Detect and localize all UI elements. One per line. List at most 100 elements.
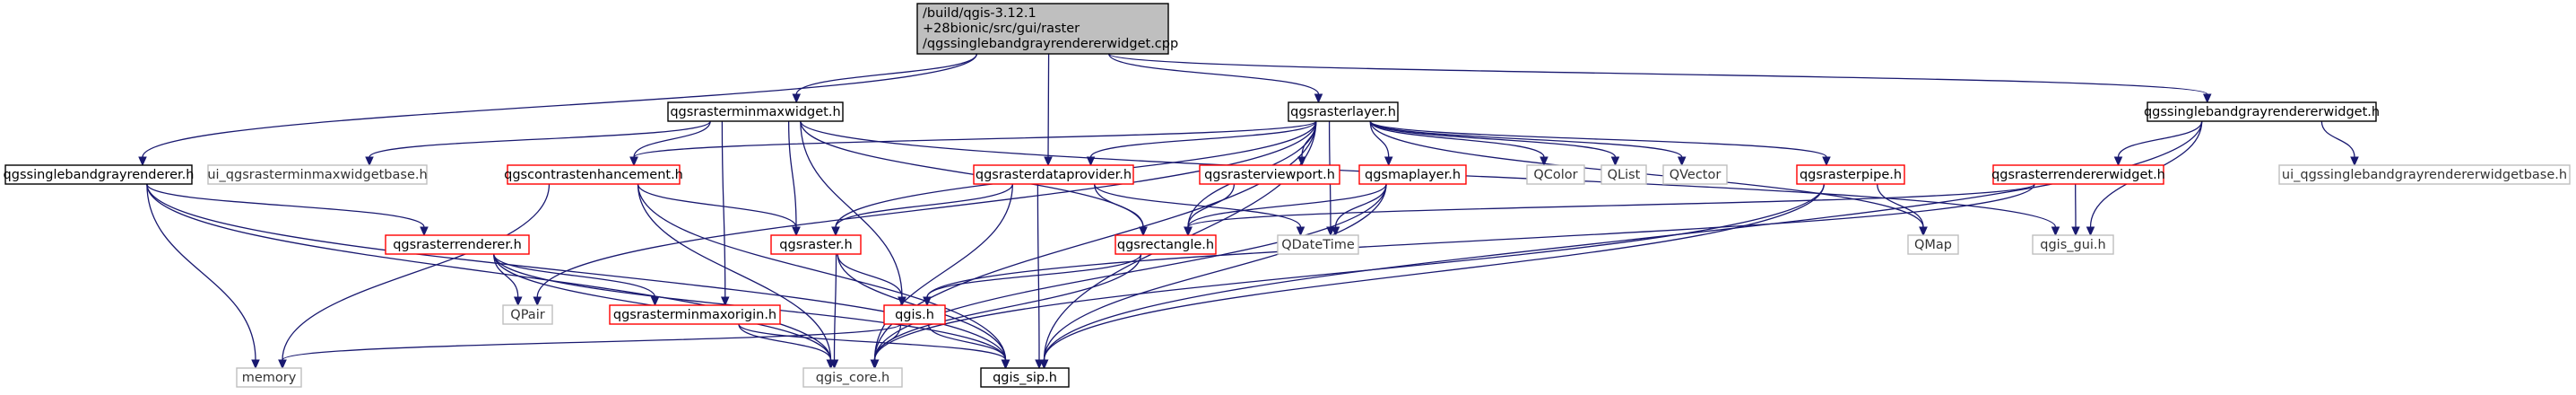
edge-contrast-to-raster — [637, 183, 801, 237]
node-rendererwidget[interactable]: qgsrasterrendererwidget.h — [1991, 164, 2165, 185]
edge-line — [146, 183, 1007, 361]
node-box — [916, 3, 1169, 55]
edge-raster-to-core — [829, 253, 839, 370]
node-label: qgsmaplayer.h — [1365, 168, 1461, 182]
node-label: qgis_gui.h — [2040, 238, 2105, 252]
node-dataprovider[interactable]: qgsrasterdataprovider.h — [973, 164, 1134, 185]
node-maplayer[interactable]: qgsmaplayer.h — [1358, 164, 1467, 185]
edge-qgis-to-sip — [927, 323, 1010, 370]
edge-root-to-sbgrrenderer — [138, 53, 977, 167]
node-box — [980, 367, 1070, 388]
node-pipe[interactable]: qgsrasterpipe.h — [1796, 164, 1905, 185]
node-rectangle[interactable]: qgsrectangle.h — [1115, 234, 1217, 255]
edge-line — [873, 183, 1825, 361]
node-box — [1288, 101, 1399, 122]
edge-maplayer-to-qdatetime — [1331, 183, 1387, 237]
edge-rasterlayer-to-qcolor — [1369, 120, 1548, 167]
edge-line — [1187, 183, 1387, 228]
node-minmaxwidget[interactable]: qgsrasterminmaxwidget.h — [667, 101, 844, 122]
edges-layer — [138, 53, 2359, 370]
arrowhead — [1044, 156, 1053, 167]
edge-pipe-to-qmap — [1877, 183, 1928, 237]
edge-line — [1187, 183, 1236, 228]
node-label: qgsraster.h — [779, 238, 852, 252]
node-qlist: QList — [1600, 164, 1647, 185]
node-label: qgsrasterrendererwidget.h — [1991, 168, 2165, 182]
edge-rendererwidget-to-rectangle — [1184, 183, 2035, 237]
edge-minmaxwidget-to-ui_minmax — [365, 120, 711, 167]
edge-sbgrwidget_h-to-ui_sbgr — [2320, 120, 2359, 167]
node-minmaxorigin[interactable]: qgsrasterminmaxorigin.h — [609, 304, 781, 325]
arrowhead — [138, 156, 147, 167]
node-box — [973, 164, 1134, 185]
node-box — [1358, 164, 1467, 185]
edge-line — [873, 183, 1387, 361]
node-rasterrenderer[interactable]: qgsrasterrenderer.h — [385, 234, 530, 255]
node-box — [1992, 164, 2164, 185]
node-rasterlayer[interactable]: qgsrasterlayer.h — [1288, 101, 1399, 122]
node-box — [1277, 234, 1359, 255]
edge-sbgrrenderer-to-memory — [146, 183, 260, 370]
edge-line — [1094, 183, 1144, 228]
node-qmap: QMap — [1907, 234, 1959, 255]
edge-line — [835, 183, 1013, 228]
edge-line — [2320, 120, 2355, 158]
node-qgis[interactable]: qgis.h — [883, 304, 946, 325]
node-sip[interactable]: qgis_sip.h — [980, 367, 1070, 388]
edge-line — [1036, 183, 1040, 361]
edge-root-to-minmaxwidget — [792, 53, 977, 104]
arrowhead — [1677, 156, 1687, 167]
node-raster[interactable]: qgsraster.h — [770, 234, 862, 255]
edge-rasterlayer-to-qpair — [533, 120, 1317, 307]
edge-line — [1334, 183, 1387, 228]
arrowhead — [792, 93, 802, 104]
node-sbgrrenderer[interactable]: qgssinglebandgrayrenderer.h — [4, 164, 195, 185]
node-label: +28bionic/src/gui/raster — [923, 22, 1080, 36]
node-label: qgsrasterlayer.h — [1290, 105, 1396, 119]
node-box — [770, 234, 862, 255]
node-label: /build/qgis-3.12.1 — [923, 6, 1036, 21]
arrowhead — [1331, 226, 1340, 237]
arrowhead — [365, 156, 374, 167]
arrowhead — [278, 359, 287, 370]
edge-line — [837, 253, 903, 298]
arrowhead — [650, 296, 660, 307]
edge-line — [1108, 53, 1320, 95]
arrowhead — [2051, 226, 2060, 237]
node-viewport[interactable]: qgsrasterviewport.h — [1199, 164, 1340, 185]
arrowhead — [2071, 226, 2080, 237]
edge-line — [926, 183, 2035, 298]
node-label: memory — [242, 371, 297, 385]
node-box — [507, 164, 681, 185]
edge-pipe-to-sip — [1039, 183, 1825, 370]
arrowhead — [1184, 226, 1193, 237]
node-box — [1526, 164, 1585, 185]
edge-root-to-rasterlayer — [1108, 53, 1323, 104]
edge-line — [1108, 53, 2208, 95]
arrowhead — [533, 296, 542, 307]
node-label: QPair — [510, 308, 544, 322]
node-box — [883, 304, 946, 325]
edge-line — [1369, 120, 1390, 158]
node-label: QList — [1608, 168, 1641, 182]
edge-line — [493, 253, 519, 298]
node-box — [1796, 164, 1905, 185]
edge-line — [2117, 120, 2203, 158]
node-box — [1907, 234, 1959, 255]
edge-rasterlayer-to-pipe — [1369, 120, 1831, 167]
edge-rasterlayer-to-dataprovider — [1086, 120, 1317, 167]
edge-line — [493, 253, 656, 298]
edge-line — [926, 253, 1142, 298]
node-box — [1199, 164, 1340, 185]
node-label: qgis.h — [895, 308, 934, 322]
node-box — [802, 367, 903, 388]
edge-line — [1047, 53, 1050, 158]
edge-line — [1043, 120, 2203, 361]
node-contrast[interactable]: qgscontrastenhancement.h — [504, 164, 683, 185]
edge-qgis-to-core — [870, 323, 902, 370]
arrowhead — [2113, 156, 2123, 167]
node-sbgrwidget_h[interactable]: qgssinglebandgrayrendererwidget.h — [2144, 101, 2380, 122]
node-label: qgis_core.h — [816, 371, 889, 385]
node-box — [4, 164, 193, 185]
